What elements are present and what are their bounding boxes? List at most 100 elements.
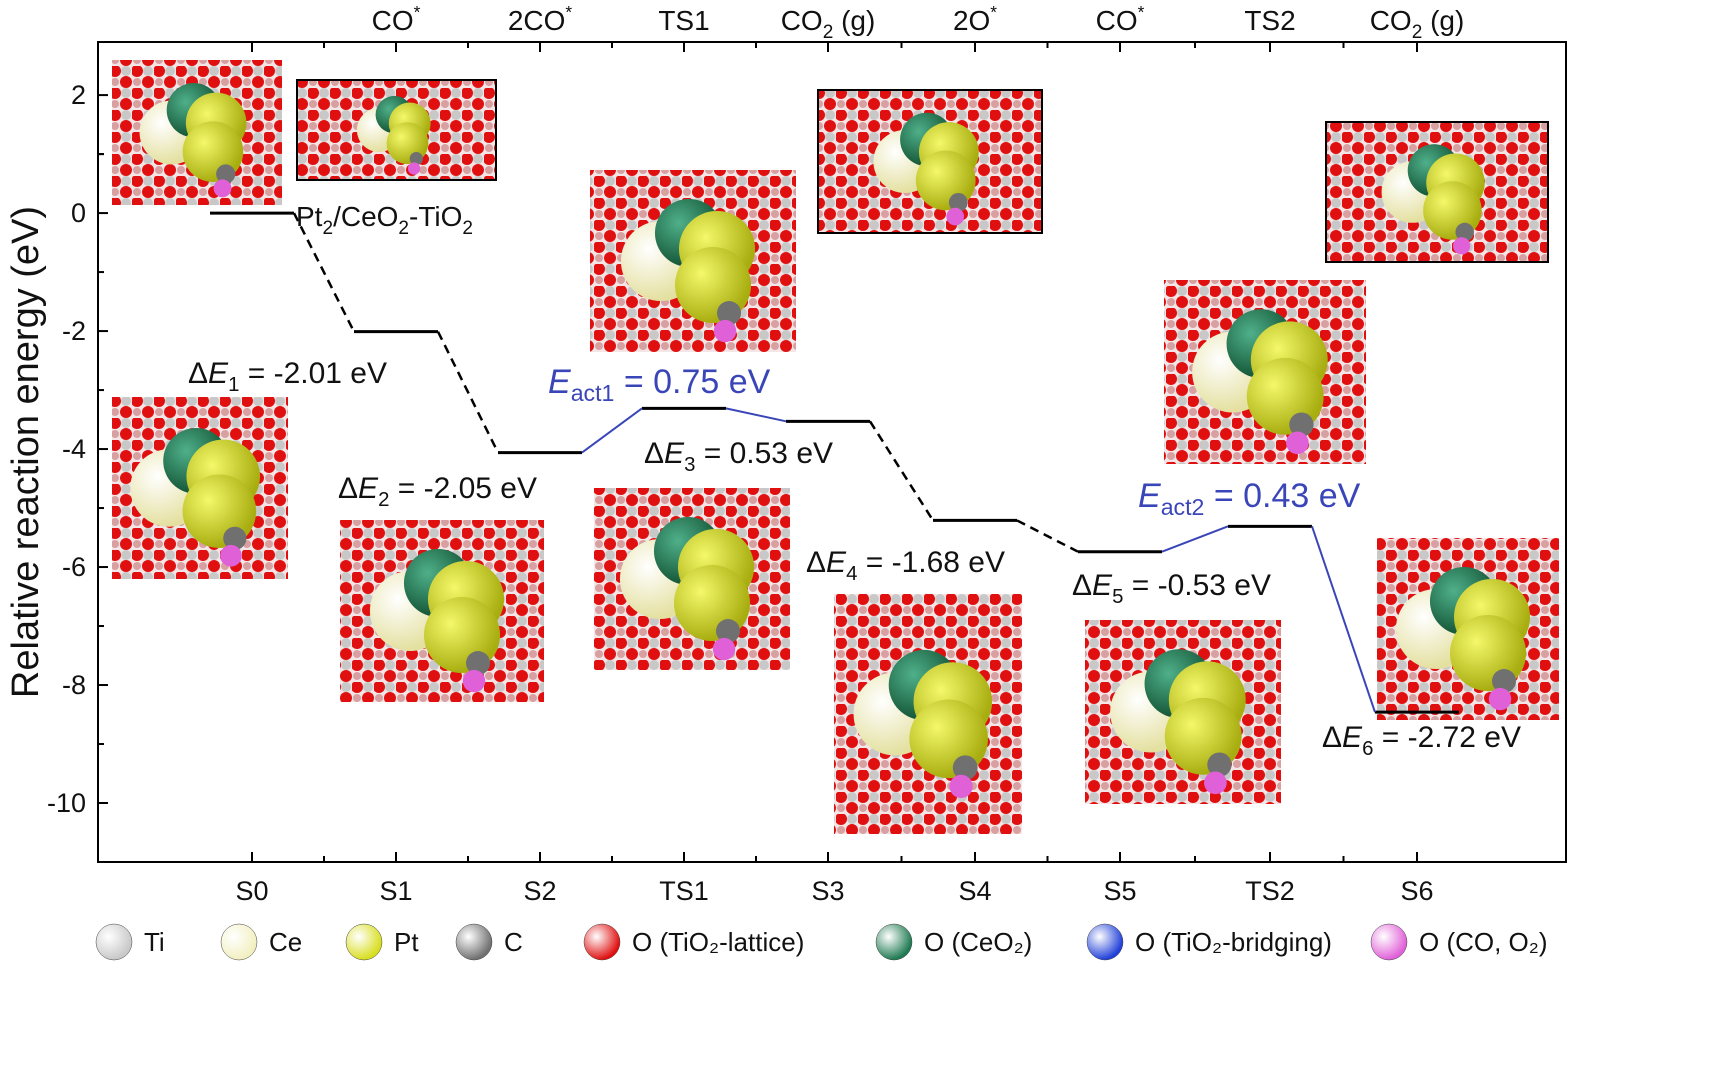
plot-border [97, 41, 1567, 863]
x-tick-label: S2 [523, 876, 556, 906]
system-label: Pt2/CeO2-TiO2 [296, 201, 473, 239]
structure-images [112, 60, 1559, 834]
c-atom [716, 619, 741, 644]
legend-swatch-5 [875, 923, 913, 961]
structure-s4 [834, 594, 1022, 834]
c-atom [409, 152, 423, 166]
activation-energy-annotation: Eact2 = 0.43 eV [1138, 477, 1361, 520]
c-atom [216, 164, 236, 184]
structure-s0-side [296, 79, 497, 181]
y-tick-label: 2 [71, 80, 86, 110]
ts-path-connector [1311, 526, 1376, 713]
structure-s1 [340, 520, 544, 702]
top-state-label: 2CO* [508, 2, 573, 36]
legend-swatch-1 [220, 923, 258, 961]
top-state-label: TS1 [658, 5, 709, 36]
c-atom [1289, 412, 1314, 437]
top-state-label: CO2 (g) [781, 5, 876, 43]
delta-e-annotation: ΔE3 = 0.53 eV [644, 437, 833, 476]
o-co-atom [949, 774, 973, 798]
c-atom [466, 651, 491, 676]
legend-swatch-6 [1086, 923, 1124, 961]
o-co-atom [462, 669, 486, 693]
x-tick-label: S5 [1103, 876, 1136, 906]
structure-s5 [1085, 620, 1281, 804]
y-tick-label: -4 [62, 434, 86, 464]
legend-swatch-3 [455, 923, 493, 961]
reaction-connector [292, 212, 356, 333]
top-state-label: CO* [372, 2, 421, 36]
delta-e-annotation: ΔE2 = -2.05 eV [338, 472, 537, 511]
ts-path-connector [725, 407, 787, 423]
x-tick-label: S3 [811, 876, 844, 906]
reaction-connector [1016, 519, 1079, 553]
y-tick-label: -10 [47, 788, 86, 818]
legend-label: Pt [394, 927, 419, 957]
ts-path-connector [1161, 525, 1229, 553]
structure-ts1-top [590, 170, 796, 352]
x-tick-label: TS2 [1245, 876, 1295, 906]
y-axis-label: Relative reaction energy (eV) [5, 206, 47, 698]
x-tick-label: S4 [958, 876, 991, 906]
o-co-atom [713, 319, 737, 343]
o-co-atom [1204, 771, 1227, 795]
o-co-atom [407, 162, 421, 175]
o-co-atom [1453, 237, 1471, 255]
legend-label: C [504, 927, 523, 957]
structure-s6-side [1325, 121, 1549, 263]
plot-frame [97, 41, 1567, 863]
x-tick-label: S6 [1400, 876, 1433, 906]
delta-e-annotation: ΔE5 = -0.53 eV [1072, 569, 1271, 608]
legend-swatch-2 [345, 923, 383, 961]
delta-e-annotation: ΔE1 = -2.01 eV [188, 357, 387, 396]
x-tick-label: TS1 [659, 876, 709, 906]
top-state-label: CO* [1096, 2, 1145, 36]
chart-marks [210, 211, 1459, 714]
legend-label: O (CO, O₂) [1419, 927, 1548, 957]
legend: Ti Ce Pt C O (TiO₂-lattice) O (CeO₂) O (TiO₂-b… [95, 923, 1548, 961]
reaction-connector [436, 331, 500, 454]
structure-s6 [1377, 538, 1559, 720]
legend-label: Ce [269, 927, 302, 957]
top-state-label: CO2 (g) [1370, 5, 1465, 43]
x-tick-label: S0 [235, 876, 268, 906]
c-atom [952, 755, 978, 781]
o-co-atom [1488, 687, 1512, 711]
legend-swatch-7 [1370, 923, 1408, 961]
c-atom [1492, 669, 1517, 694]
structure-s2 [594, 488, 790, 670]
y-tick-label: -2 [62, 316, 86, 346]
top-state-label: 2O* [953, 2, 997, 36]
c-atom [948, 192, 968, 212]
c-atom [717, 301, 742, 326]
structure-s3-side [817, 89, 1043, 234]
activation-energy-annotation: Eact1 = 0.75 eV [548, 363, 771, 406]
legend-swatch-4 [583, 923, 621, 961]
o-co-atom [712, 637, 736, 661]
structure-s0-top [112, 60, 282, 205]
delta-e-annotation: ΔE4 = -1.68 eV [806, 546, 1005, 585]
delta-e-annotation: ΔE6 = -2.72 eV [1322, 721, 1521, 760]
c-atom [223, 526, 247, 550]
legend-swatch-0 [95, 923, 133, 961]
legend-label: Ti [144, 927, 165, 957]
y-tick-label: -8 [62, 670, 86, 700]
o-co-atom [946, 207, 964, 226]
structure-ts2 [1164, 280, 1366, 464]
ts-path-connector [581, 407, 643, 454]
x-tick-label: S1 [379, 876, 412, 906]
top-state-label: TS2 [1244, 5, 1295, 36]
structure-s0 [112, 397, 288, 579]
c-atom [1207, 752, 1232, 777]
legend-label: O (TiO₂-lattice) [632, 927, 804, 957]
legend-label: O (TiO₂-bridging) [1135, 927, 1332, 957]
o-co-atom [220, 544, 242, 567]
y-tick-label: 0 [71, 198, 86, 228]
legend-label: O (CeO₂) [924, 927, 1032, 957]
o-co-atom [213, 179, 232, 198]
o-co-atom [1286, 431, 1309, 455]
c-atom [1455, 222, 1474, 242]
reaction-connector [868, 420, 935, 522]
